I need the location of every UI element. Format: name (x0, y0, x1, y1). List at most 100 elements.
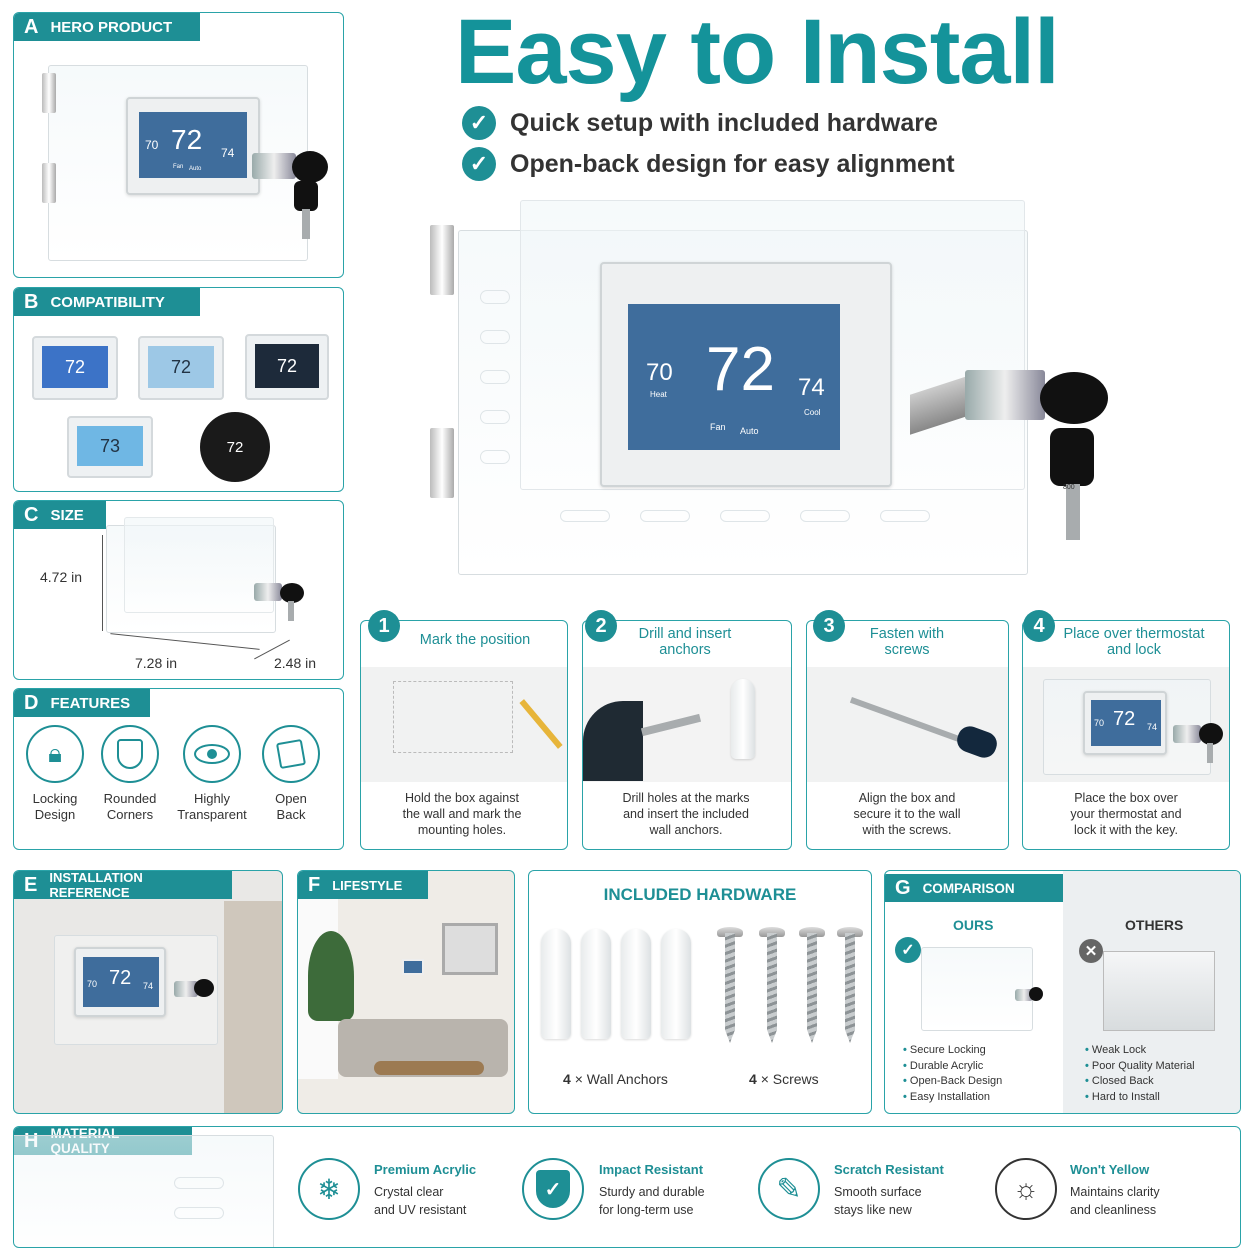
shield-check-icon: ✓ (522, 1158, 584, 1220)
hinge (430, 225, 454, 295)
feature-label: Open Back (275, 791, 307, 822)
padlock-icon: 🔒︎ (48, 738, 62, 768)
height-label: 4.72 in (40, 569, 83, 585)
drill-icon (583, 701, 643, 781)
coffee-table (374, 1061, 484, 1075)
thermostat: 70 72 74 Fan Auto (126, 97, 260, 195)
check-icon: ✓ (895, 937, 921, 963)
thermostat: 70 Heat 72 74 Cool Fan Auto (600, 262, 892, 487)
step-title: Drill and insert anchors (638, 626, 732, 658)
wall-anchor-icon (731, 679, 755, 759)
cam-lock (252, 153, 296, 179)
step-title: Fasten with screws (869, 626, 945, 658)
feature-locking: 🔒︎ Locking Design (20, 725, 90, 823)
check-icon: ✓ (462, 106, 496, 140)
hinge (430, 428, 454, 498)
step-description: Drill holes at the marks and insert the … (622, 791, 750, 837)
screw-icon (767, 933, 777, 1043)
step-card-3 (806, 620, 1009, 850)
height-dimension-line (102, 535, 103, 631)
screw-icon (725, 933, 735, 1043)
step-number: 2 (585, 610, 617, 642)
others-box (1103, 951, 1215, 1031)
step-number: 4 (1023, 610, 1055, 642)
feature-label: Locking Design (32, 791, 78, 822)
eye-icon (194, 744, 230, 764)
hardware-title: INCLUDED HARDWARE (603, 885, 797, 904)
thermostat-screen: 70 Heat 72 74 Cool Fan Auto (628, 304, 840, 450)
step-description: Hold the box against the wall and mark t… (402, 791, 522, 837)
material-premium: Premium Acrylic Crystal clear and UV res… (374, 1162, 477, 1217)
benefit-2: ✓ Open-back design for easy alignment (462, 147, 955, 181)
feature-label: Rounded Corners (103, 791, 157, 822)
key-tag: 800 (1063, 484, 1075, 491)
wall-anchor-icon (541, 929, 571, 1039)
key-icon (1040, 372, 1108, 424)
depth-label: 2.48 in (274, 655, 317, 671)
heat-label: Heat (650, 390, 667, 399)
plant (308, 931, 354, 1021)
thermostat-mini (402, 959, 424, 975)
check-icon: ✓ (462, 147, 496, 181)
others-list: Weak Lock Poor Quality Material Closed B… (1085, 1043, 1195, 1105)
key-icon (1050, 428, 1094, 486)
feature-rounded: Rounded Corners (95, 725, 165, 823)
shield-icon (117, 739, 143, 769)
material-yellow: Won't Yellow Maintains clarity and clean… (1070, 1162, 1160, 1217)
cool-setpoint: 74 (798, 374, 825, 401)
step-title: Place over thermostat and lock (1063, 626, 1205, 658)
lightbulb-icon: ☼ (995, 1158, 1057, 1220)
snowflake-icon: ❄ (298, 1158, 360, 1220)
wall-anchor-icon (581, 929, 611, 1039)
compatible-thermostat: 72 (32, 336, 118, 400)
ours-list: Secure Locking Durable Acrylic Open-Back… (903, 1043, 1002, 1105)
material-impact: Impact Resistant Sturdy and durable for … (599, 1162, 705, 1217)
open-box-icon (275, 738, 307, 770)
headline: Easy to Install (455, 1, 1060, 103)
fan-label: Fan (710, 422, 726, 432)
screws-caption: 4 × Screws (749, 1071, 819, 1087)
compatible-thermostat: 72 (138, 336, 224, 400)
benefit-text: Quick setup with included hardware (510, 108, 938, 137)
auto-label: Auto (740, 426, 759, 436)
feature-transparent: Highly Transparent (177, 725, 247, 823)
others-title: OTHERS (1125, 917, 1184, 933)
step-card-2 (582, 620, 792, 850)
scratch-tool-icon: ✎ (758, 1158, 820, 1220)
compatible-thermostat: 72 (245, 334, 329, 400)
wall-art (442, 923, 498, 975)
width-dimension-line (110, 633, 260, 650)
benefit-1: ✓ Quick setup with included hardware (462, 106, 938, 140)
key-icon (292, 151, 328, 183)
material-scratch: Scratch Resistant Smooth surface stays l… (834, 1162, 944, 1217)
acrylic-corner (14, 1135, 274, 1247)
feature-openback: Open Back (256, 725, 326, 823)
heat-setpoint: 70 (646, 359, 673, 386)
benefit-text: Open-back design for easy alignment (510, 149, 955, 178)
width-label: 7.28 in (135, 655, 178, 671)
cool-label: Cool (804, 408, 821, 417)
current-temp: 72 (706, 335, 775, 404)
anchors-caption: 4 × Wall Anchors (563, 1071, 668, 1087)
ours-title: OURS (953, 917, 994, 933)
screw-icon (845, 933, 855, 1043)
step-number: 3 (813, 610, 845, 642)
doorway (224, 901, 282, 1113)
hero-product-image: 70 Heat 72 74 Cool Fan Auto 800 (420, 190, 1120, 610)
wall-anchor-icon (661, 929, 691, 1039)
marked-outline (393, 681, 513, 753)
wall-anchor-icon (621, 929, 651, 1039)
step-number: 1 (368, 610, 400, 642)
